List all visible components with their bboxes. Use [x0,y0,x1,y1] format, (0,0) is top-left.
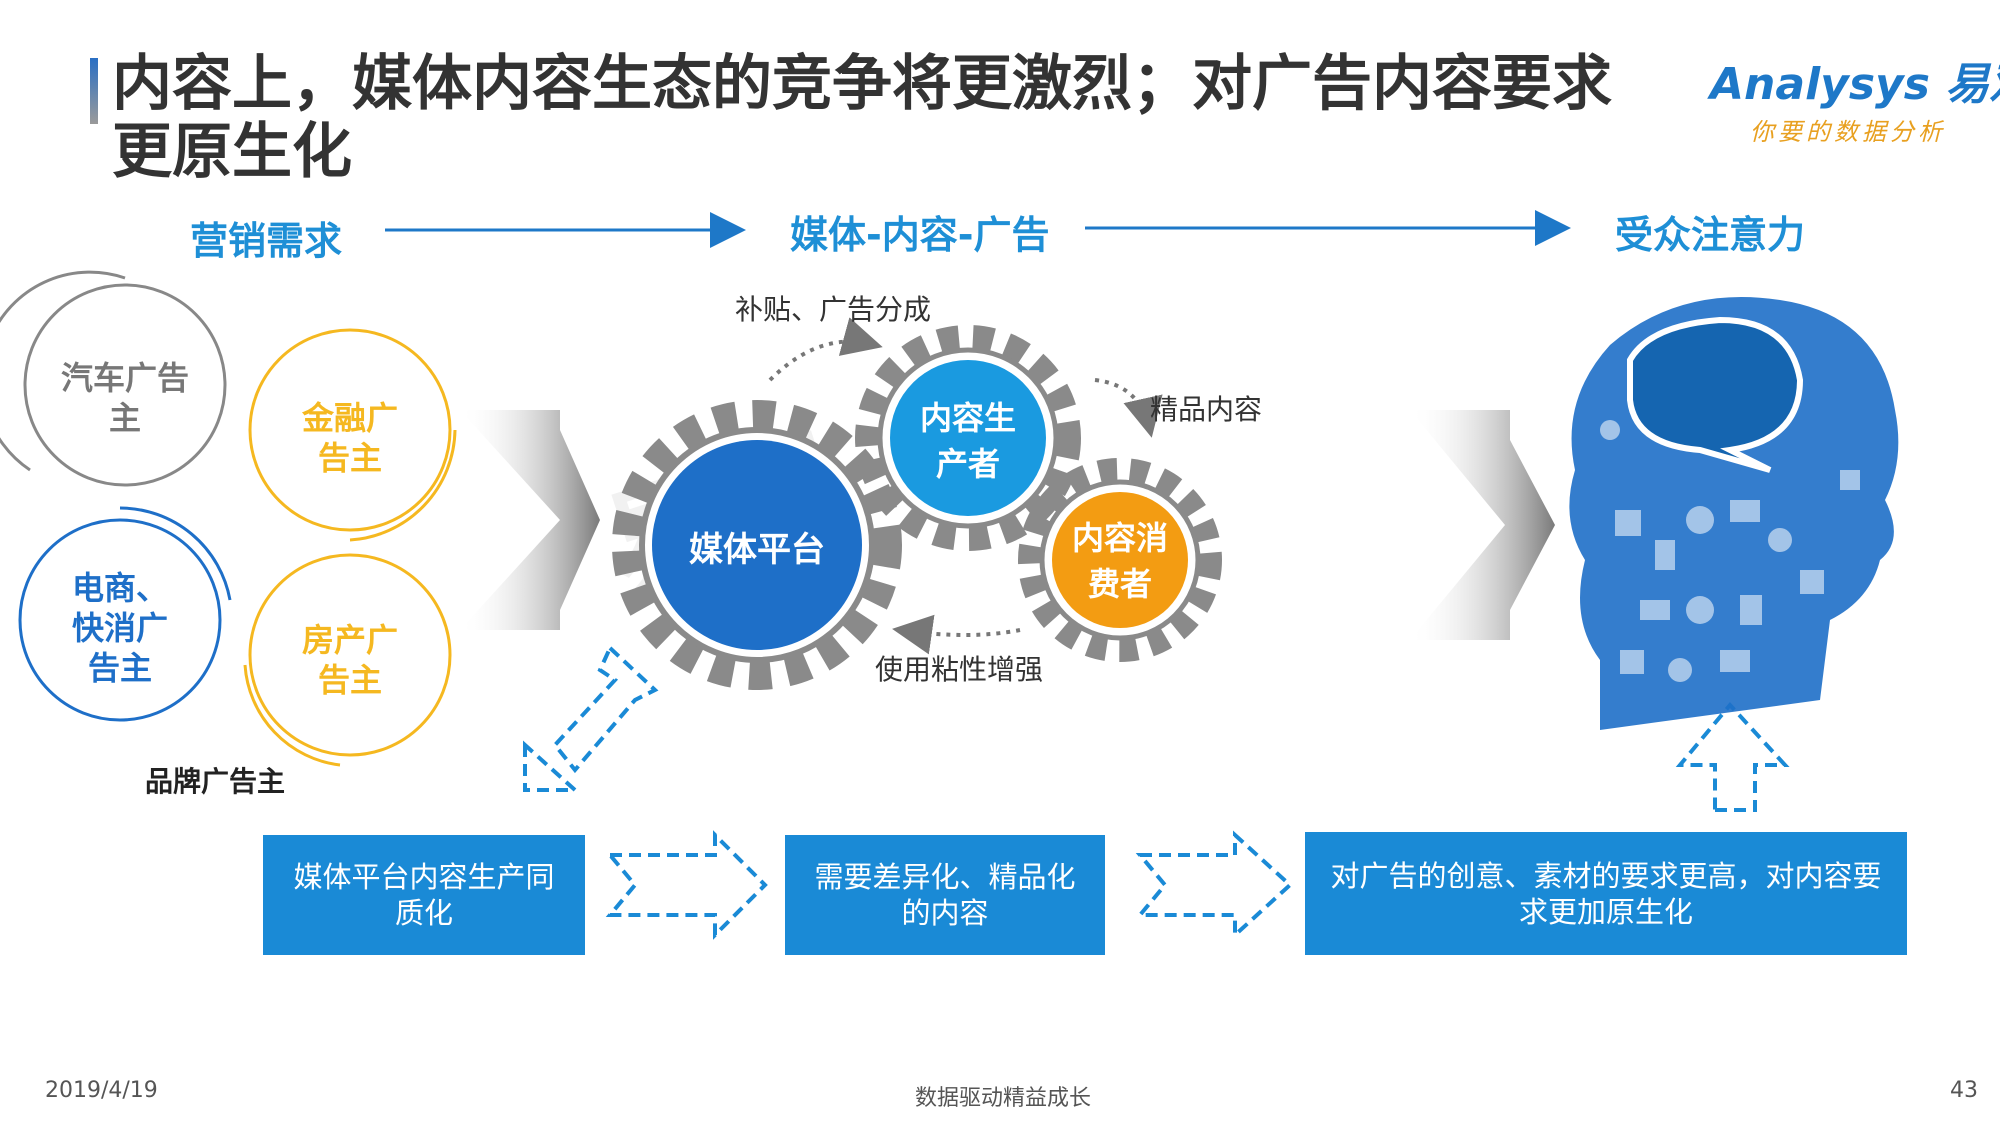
circle-auto [23,283,227,487]
gear-producer [890,360,1046,516]
annotation-subsidy: 补贴、广告分成 [735,293,932,326]
logo-brand: Analysys 易观 [1710,59,2000,110]
label-finance-advertiser: 金融广告主 [301,399,398,477]
label-ecommerce-advertiser: 电商、快消广告主 [71,569,168,687]
box-native-ad-content: 对广告的创意、素材的要求更高，对内容要求更加原生化 [1305,832,1907,955]
box-differentiated-content: 需要差异化、精品化的内容 [785,835,1105,955]
arrow-quality [1094,378,1163,438]
header-media-content-ad: 媒体-内容-广告 [790,213,1050,257]
gear-consumer-label: 内容消费者 [1071,519,1168,603]
page-title: 内容上，媒体内容生态的竞争将更激烈；对广告内容要求更原生化 [112,49,1612,187]
gear-media [652,440,862,650]
dashed-arrow-up-left-head [523,740,581,792]
arrow-stickiness [892,614,1021,655]
dashed-arrow-up [1675,701,1790,812]
dashed-arrow-1 [605,830,768,940]
footer-slogan: 数据驱动精益成长 [915,1086,1092,1111]
circle-finance [248,328,452,532]
arrow-subsidy [768,317,883,382]
gear-media-label: 媒体平台 [689,530,825,570]
speech-bubble-icon [1627,316,1804,473]
circle-ecommerce [18,518,222,722]
annotation-quality: 精品内容 [1150,393,1263,426]
gear-consumer [1052,492,1188,628]
analysys-logo: Analysys 易观 你要的数据分析 [1710,48,2000,146]
header-audience-attention: 受众注意力 [1615,213,1806,257]
gear-media-teeth [612,400,902,690]
dashed-arrow-2 [1135,830,1293,940]
logo-slogan: 你要的数据分析 [1750,118,1946,146]
big-arrow-right [1410,410,1555,640]
label-auto-advertiser: 汽车广告主 [60,359,189,437]
audience-head-icon [1569,297,1899,730]
label-brand-advertiser: 品牌广告主 [145,765,286,798]
big-arrow-left [460,410,600,630]
gear-consumer-teeth [1018,458,1222,662]
box-homogeneous-content: 媒体平台内容生产同质化 [263,835,585,955]
annotation-stickiness: 使用粘性增强 [875,653,1044,686]
footer-date: 2019/4/19 [45,1078,158,1103]
header-marketing-demand: 营销需求 [190,219,343,263]
title-accent-bar [90,58,98,124]
dashed-arrow-up-left [552,644,659,774]
circle-realestate [248,553,452,757]
gear-producer-label: 内容生产者 [919,399,1016,483]
gear-producer-teeth [855,325,1081,551]
label-realestate-advertiser: 房产广告主 [301,621,398,699]
footer-page-number: 43 [1950,1078,1978,1103]
